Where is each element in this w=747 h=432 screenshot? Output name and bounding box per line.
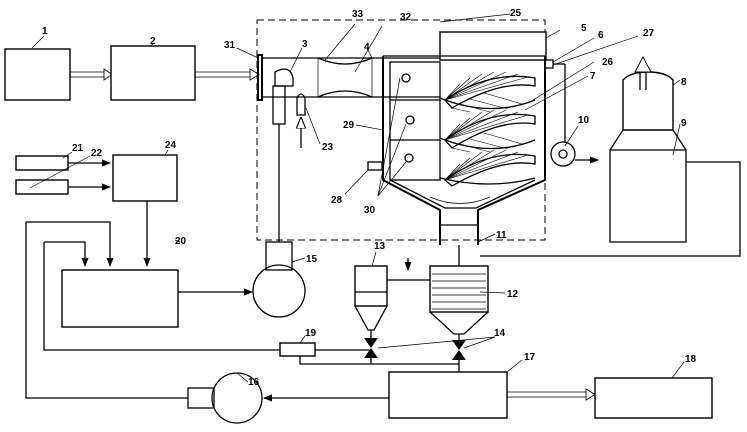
label-8: 8 xyxy=(681,77,687,88)
label-27: 27 xyxy=(643,28,655,39)
label-30: 30 xyxy=(364,205,376,216)
label-6: 6 xyxy=(598,30,604,41)
label-21: 21 xyxy=(72,143,84,154)
label-26: 26 xyxy=(602,57,614,68)
box-17 xyxy=(388,371,508,419)
arrow-17-18 xyxy=(507,388,596,401)
tube-assembly xyxy=(257,54,440,148)
label-24: 24 xyxy=(165,140,177,151)
label-2: 2 xyxy=(150,36,156,47)
label-5: 5 xyxy=(581,23,587,34)
tank-12 xyxy=(404,245,489,360)
filter-19 xyxy=(279,342,316,357)
pipe-into-20-top xyxy=(26,221,114,267)
label-4: 4 xyxy=(364,42,370,53)
label-22: 22 xyxy=(91,148,103,159)
units-21-22 xyxy=(15,155,111,195)
leader-lines xyxy=(29,13,685,383)
label-28: 28 xyxy=(331,195,343,206)
arrow-1-2 xyxy=(70,68,113,81)
label-16: 16 xyxy=(248,377,260,388)
box-1 xyxy=(4,48,71,101)
label-7: 7 xyxy=(590,71,596,82)
pipe-19-valves xyxy=(299,356,459,365)
label-10: 10 xyxy=(578,115,590,126)
label-31: 31 xyxy=(224,40,236,51)
stack-8-9 xyxy=(480,56,741,257)
label-18: 18 xyxy=(685,354,697,365)
box-20 xyxy=(61,269,179,328)
reactor-vessel xyxy=(367,31,554,245)
label-1: 1 xyxy=(42,26,48,37)
label-20: 20 xyxy=(175,236,187,247)
label-23: 23 xyxy=(322,142,334,153)
pump-15 xyxy=(252,241,306,318)
number-labels: 1 2 31 3 33 4 32 25 5 6 27 26 7 8 9 10 2… xyxy=(42,8,697,388)
label-15: 15 xyxy=(306,254,318,265)
box-2 xyxy=(110,45,196,101)
box-24 xyxy=(112,154,178,202)
label-32: 32 xyxy=(400,12,412,23)
label-9: 9 xyxy=(681,118,687,129)
arrow-2-31 xyxy=(195,68,260,81)
label-12: 12 xyxy=(507,289,519,300)
box-18 xyxy=(594,377,713,419)
label-11: 11 xyxy=(496,230,507,241)
label-33: 33 xyxy=(352,9,364,20)
label-17: 17 xyxy=(524,352,536,363)
label-25: 25 xyxy=(510,8,522,19)
label-29: 29 xyxy=(343,120,355,131)
label-13: 13 xyxy=(374,241,386,252)
hopper-13 xyxy=(354,265,430,358)
pipe-into-20-left xyxy=(44,241,89,267)
label-3: 3 xyxy=(302,39,308,50)
label-14: 14 xyxy=(494,328,506,339)
pipe-19-left xyxy=(43,242,280,351)
label-19: 19 xyxy=(305,328,317,339)
